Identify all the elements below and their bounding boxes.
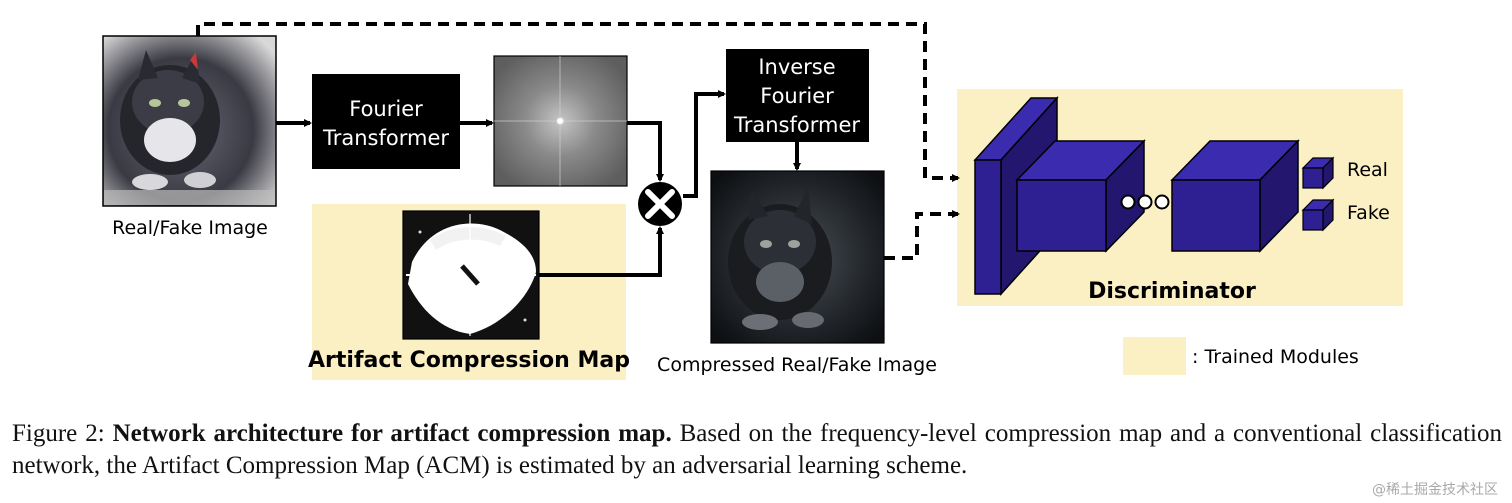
input-image-label: Real/Fake Image (112, 217, 268, 239)
inverse-label-line1: Inverse (758, 55, 835, 79)
arrow-acm-to-multiply (539, 226, 664, 277)
inverse-label-line2: Fourier (760, 84, 834, 108)
figure-caption: Figure 2: Network architecture for artif… (12, 418, 1502, 482)
inverse-label-line3: Transformer (733, 113, 860, 137)
ellipsis-dots-icon (1120, 194, 1170, 210)
multiply-circle-icon (638, 182, 682, 226)
compressed-image-label: Compressed Real/Fake Image (657, 354, 937, 376)
caption-prefix: Figure 2: (12, 420, 113, 447)
arrow-multiply-to-inverse (683, 90, 726, 198)
fourier-transformer-box (312, 74, 460, 169)
discriminator-layer-3 (1170, 139, 1300, 253)
fourier-label-line2: Transformer (322, 126, 449, 150)
discriminator-layer-2 (1015, 139, 1146, 253)
fourier-label-line1: Fourier (349, 97, 423, 121)
legend-swatch (1123, 337, 1186, 375)
artifact-map-label: Artifact Compression Map (308, 348, 630, 373)
caption-rest: Based on the frequency-level compression… (12, 420, 1502, 479)
output-fake-cube (1301, 198, 1335, 232)
dashed-arrow-compressed-to-discriminator (884, 210, 960, 260)
discriminator-label: Discriminator (1088, 279, 1256, 304)
compressed-image (710, 170, 885, 344)
arrow-spectrum-to-multiply (627, 121, 664, 182)
inverse-fourier-box (726, 49, 869, 142)
caption-bold: Network architecture for artifact compre… (112, 420, 672, 447)
artifact-map-image (402, 210, 540, 340)
legend-label: : Trained Modules (1192, 346, 1359, 368)
frequency-spectrum (493, 55, 628, 187)
output-fake-label: Fake (1347, 202, 1390, 224)
watermark: @稀土掘金技术社区 (1372, 482, 1498, 498)
dashed-arrow-original-to-discriminator (196, 22, 960, 182)
output-real-label: Real (1347, 159, 1388, 181)
input-image (102, 35, 277, 207)
output-real-cube (1301, 156, 1335, 190)
